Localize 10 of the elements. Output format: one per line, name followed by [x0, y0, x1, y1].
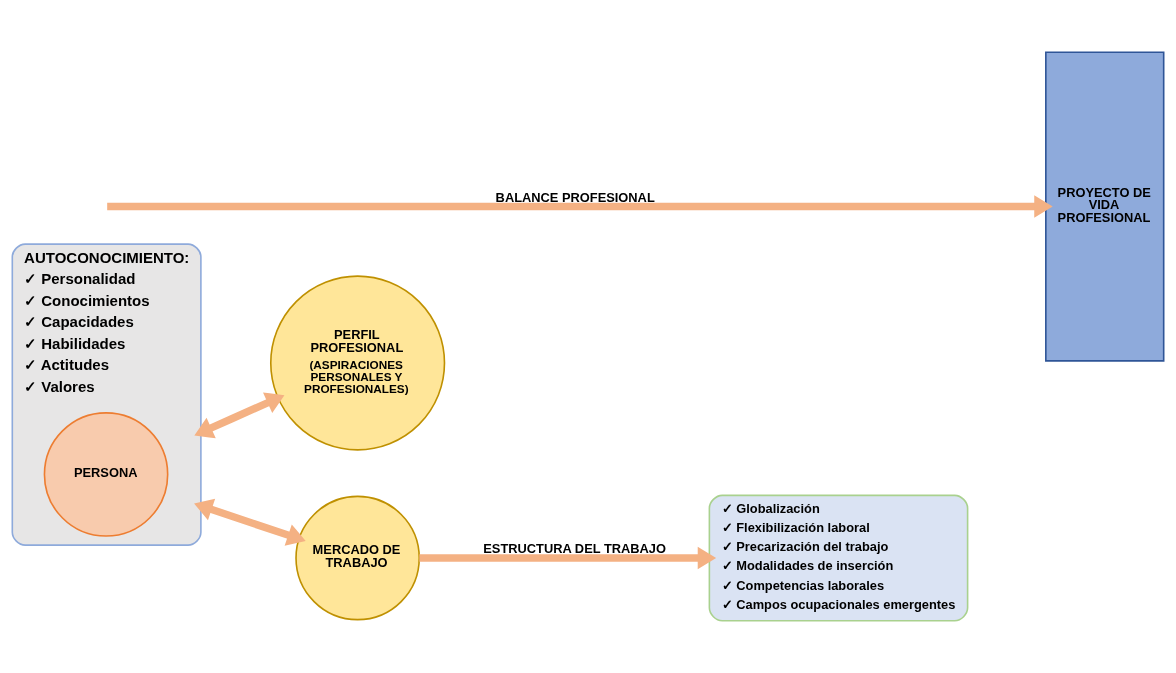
node-circle: PERSONA	[43, 412, 169, 537]
node-box: ✓ Globalización ✓ Flexibilización laboral ✓ Precarización del trabajo ✓ Modalidades de inserción ✓ Competencias laborales ✓ Campos ocupacionales emergentes	[708, 494, 969, 622]
arrow	[419, 546, 717, 570]
arrow	[194, 498, 306, 546]
node-box: PROYECTO DE VIDA PROFESIONAL	[1045, 51, 1165, 362]
node-circle: PERFIL PROFESIONAL (ASPIRACIONES PERSONALES Y PROFESIONALES)	[269, 275, 446, 451]
edge-label: ESTRUCTURA DEL TRABAJO	[483, 541, 666, 557]
arrow	[194, 392, 285, 439]
node-circle: MERCADO DE TRABAJO	[295, 495, 421, 621]
edge-label: BALANCE PROFESIONAL	[495, 189, 655, 205]
